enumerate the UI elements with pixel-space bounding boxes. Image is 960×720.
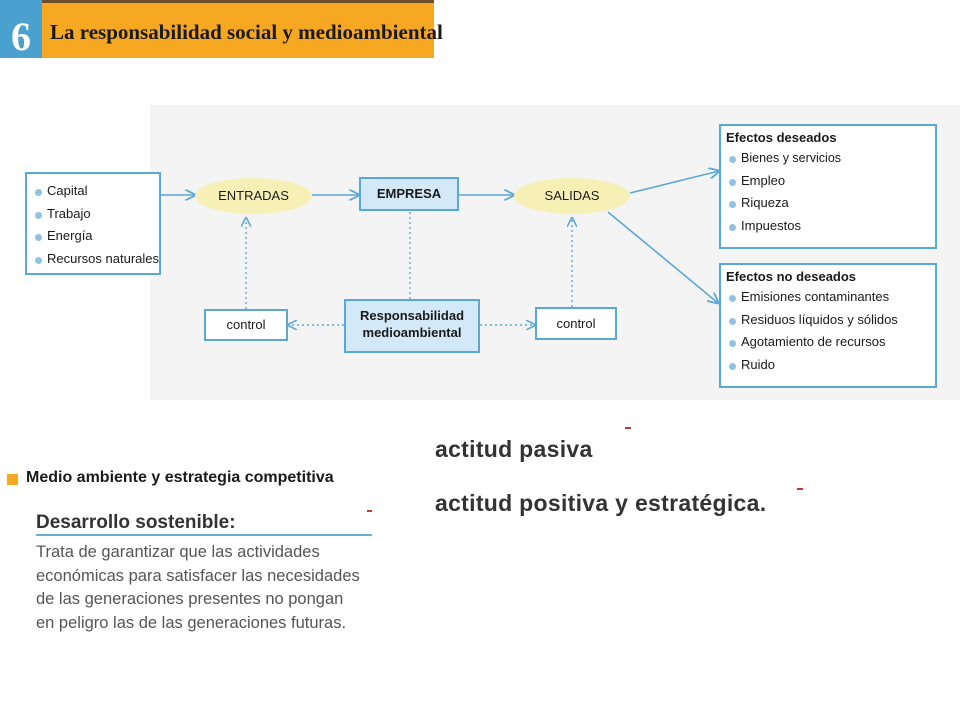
inputs-box: Capital Trabajo Energía Recursos natural… <box>25 172 161 275</box>
heading-underline <box>36 534 372 536</box>
control-right-box: control <box>535 307 617 340</box>
chapter-banner: 6 La responsabilidad social y medioambie… <box>0 0 443 59</box>
entradas-oval: ENTRADAS <box>195 178 312 214</box>
control-left-box: control <box>204 309 288 341</box>
inputs-list: Capital Trabajo Energía Recursos natural… <box>31 180 159 270</box>
chapter-title: La responsabilidad social y medioambient… <box>50 20 443 44</box>
input-item: Energía <box>31 225 159 248</box>
arrow-salidas-to-desired <box>629 171 719 194</box>
undesired-effect-item: Residuos líquidos y sólidos <box>725 309 935 332</box>
arrow-salidas-to-undesired <box>607 211 718 303</box>
undesired-effects-box: Efectos no deseados Emisiones contaminan… <box>719 263 937 388</box>
undesired-effects-list: Emisiones contaminantes Residuos líquido… <box>725 286 935 376</box>
desired-effect-item: Riqueza <box>725 192 935 215</box>
desired-effect-item: Bienes y servicios <box>725 147 935 170</box>
empresa-box: EMPRESA <box>359 177 459 211</box>
positive-attitude-text: actitud positiva y estratégica. <box>435 490 767 516</box>
red-tick-mark <box>797 488 803 490</box>
section-bullet-square <box>7 474 18 485</box>
desired-effects-list: Bienes y servicios Empleo Riqueza Impues… <box>725 147 935 237</box>
banner-top-line <box>42 0 434 3</box>
chapter-number: 6 <box>0 0 42 59</box>
desired-effects-box: Efectos deseados Bienes y servicios Empl… <box>719 124 937 249</box>
red-tick-mark <box>367 510 372 512</box>
sustainable-development-heading: Desarrollo sostenible: <box>36 512 236 533</box>
desired-effect-item: Impuestos <box>725 215 935 238</box>
sustainable-development-text: Trata de garantizar que las actividades … <box>36 543 360 632</box>
red-tick-mark <box>625 427 631 429</box>
input-item: Capital <box>31 180 159 203</box>
desired-effect-item: Empleo <box>725 170 935 193</box>
passive-attitude-text: actitud pasiva <box>435 436 593 462</box>
undesired-effect-item: Emisiones contaminantes <box>725 286 935 309</box>
undesired-effect-item: Ruido <box>725 354 935 377</box>
desired-effects-title: Efectos deseados <box>726 130 837 145</box>
undesired-effects-title: Efectos no deseados <box>726 269 857 284</box>
strategy-heading: Medio ambiente y estrategia competitiva <box>26 469 334 486</box>
responsabilidad-box: Responsabilidad medioambiental <box>344 299 480 353</box>
undesired-effect-item: Agotamiento de recursos <box>725 331 935 354</box>
input-item: Trabajo <box>31 203 159 226</box>
salidas-oval: SALIDAS <box>514 178 630 214</box>
input-item: Recursos naturales <box>31 248 159 271</box>
